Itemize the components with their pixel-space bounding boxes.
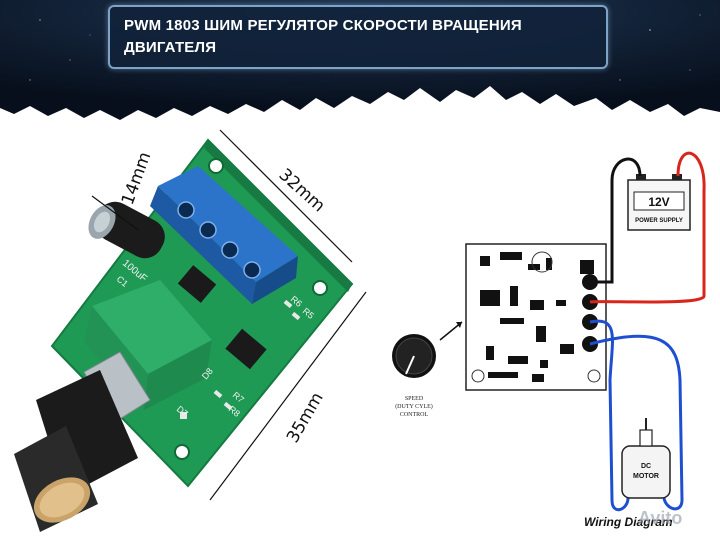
terminal-screw [199,221,217,239]
dimension-line-height [91,195,139,231]
wire-blue-1 [589,319,630,512]
title-line-2: ДВИГАТЕЛЯ [124,39,217,56]
terminal-block [158,166,298,282]
watermark-text: Avito [638,508,682,528]
wire-red [589,151,706,304]
ic-chip [225,328,267,370]
potentiometer-body [92,280,212,374]
wire-blue-2 [589,334,684,511]
ic-chip [177,265,217,303]
mounting-hole [208,158,224,174]
mounting-hole [174,444,190,460]
motor-label-2: MOTOR [633,473,659,480]
terminal-screw [221,241,239,259]
dc-motor [621,418,671,499]
diagram-caption: Wiring Diagram [584,515,673,529]
dimension-line-width [219,129,353,263]
dimension-line-length [209,291,367,501]
knob [14,370,138,532]
battery [627,174,691,231]
terminal-screw [177,201,195,219]
battery-voltage: 12V [648,195,669,209]
knob-label-2: (DUTY CYLE) [395,403,433,410]
wire-black [590,157,642,284]
title-banner: PWM 1803 ШИМ РЕГУЛЯТОР СКОРОСТИ ВРАЩЕНИЯ… [108,5,608,69]
knob-label-3: CONTROL [400,412,429,418]
speed-knob [392,321,463,378]
motor-label-1: DC [641,463,651,470]
title-line-1: PWM 1803 ШИМ РЕГУЛЯТОР СКОРОСТИ ВРАЩЕНИЯ [124,17,522,34]
battery-label: POWER SUPPLY [635,218,683,224]
capacitor [88,201,165,259]
knob-label-1: SPEED [405,396,424,402]
terminal-screw [243,261,261,279]
mounting-hole [312,280,328,296]
